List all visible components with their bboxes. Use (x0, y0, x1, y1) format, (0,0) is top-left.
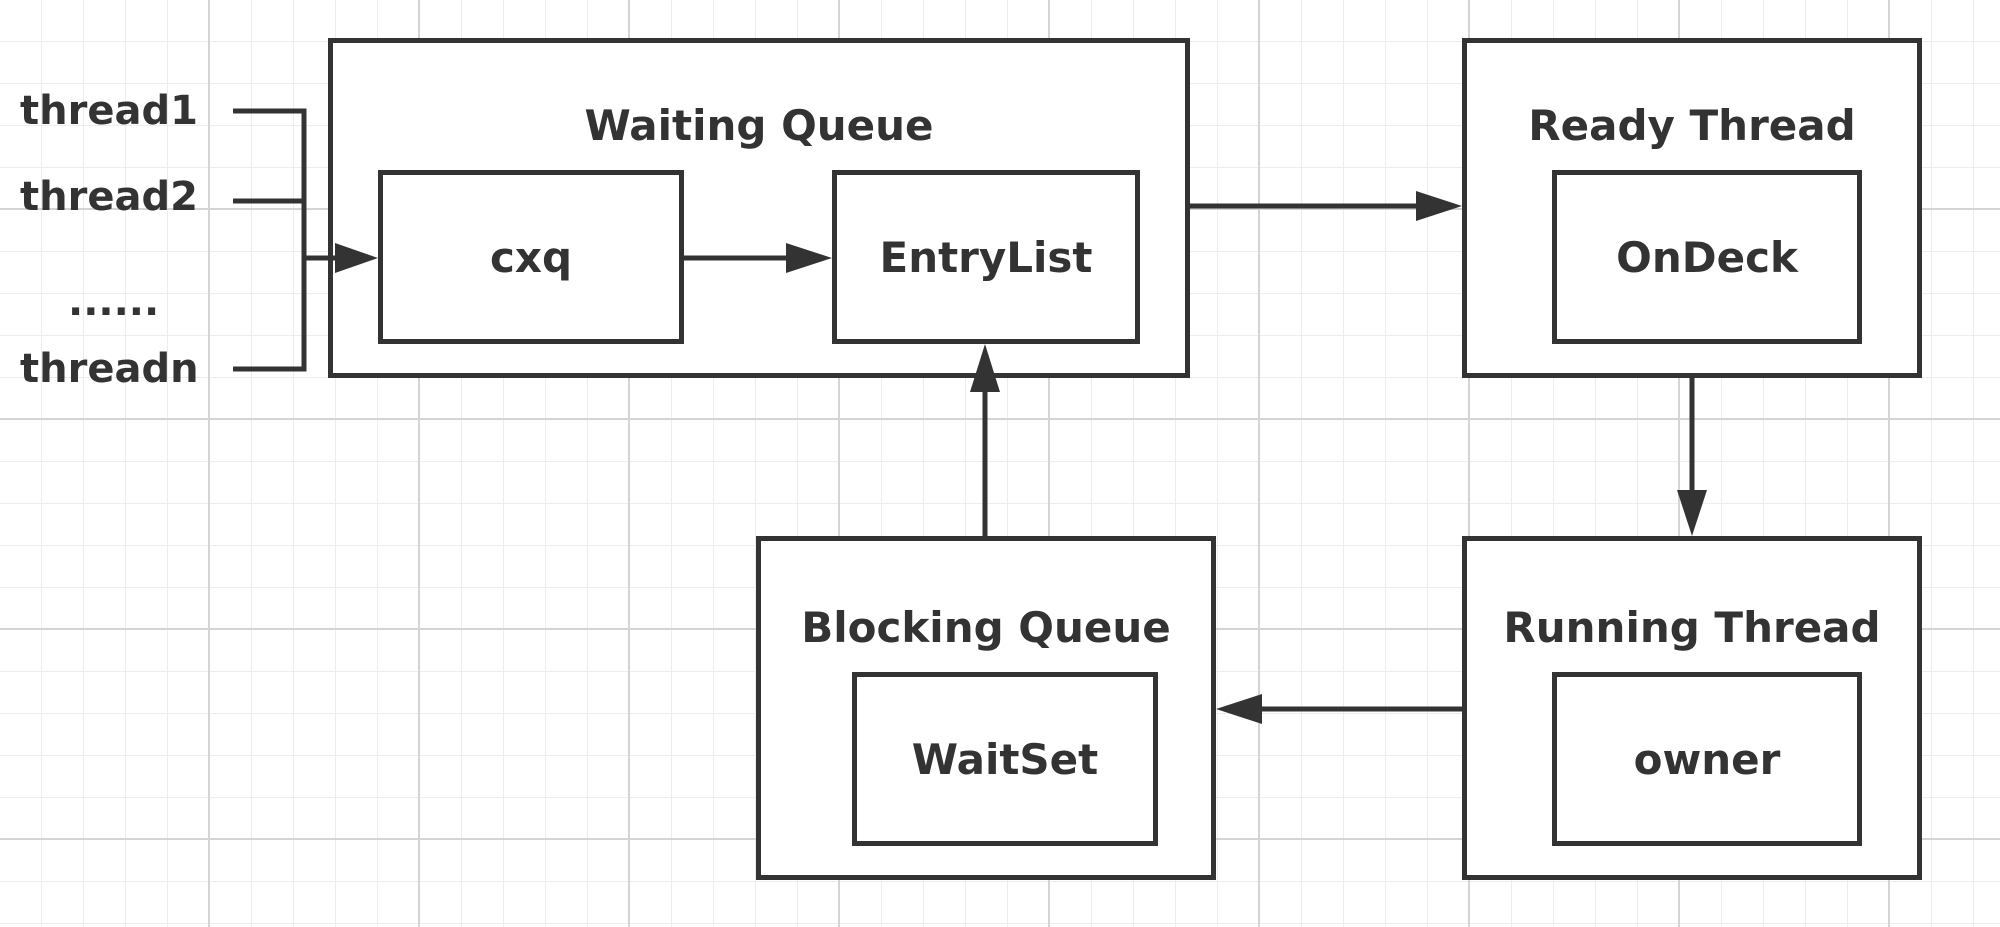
thread-bracket (233, 108, 307, 372)
cxq-box: cxq (378, 170, 684, 344)
arrowhead-to-ready-thread (1416, 191, 1462, 221)
arrowhead-up-to-entrylist (970, 344, 1000, 392)
waitset-box: WaitSet (852, 672, 1158, 846)
arrowhead-to-cxq (335, 243, 378, 273)
thread-label-1: thread1 (20, 88, 198, 134)
waiting-queue-title: Waiting Queue (584, 101, 934, 150)
owner-box: owner (1552, 672, 1862, 846)
ready-thread-title: Ready Thread (1528, 101, 1856, 150)
running-thread-title: Running Thread (1503, 603, 1881, 652)
ondeck-box: OnDeck (1552, 170, 1862, 344)
arrowhead-to-blocking-queue (1216, 694, 1262, 724)
thread-label-2: thread2 (20, 174, 198, 220)
arrowhead-to-running-thread (1677, 490, 1707, 536)
arrowhead-to-entrylist (786, 243, 832, 273)
thread-label-n: threadn (20, 346, 199, 392)
entrylist-box: EntryList (832, 170, 1140, 344)
blocking-queue-title: Blocking Queue (801, 603, 1171, 652)
thread-label-ellipsis: ...... (68, 279, 160, 325)
